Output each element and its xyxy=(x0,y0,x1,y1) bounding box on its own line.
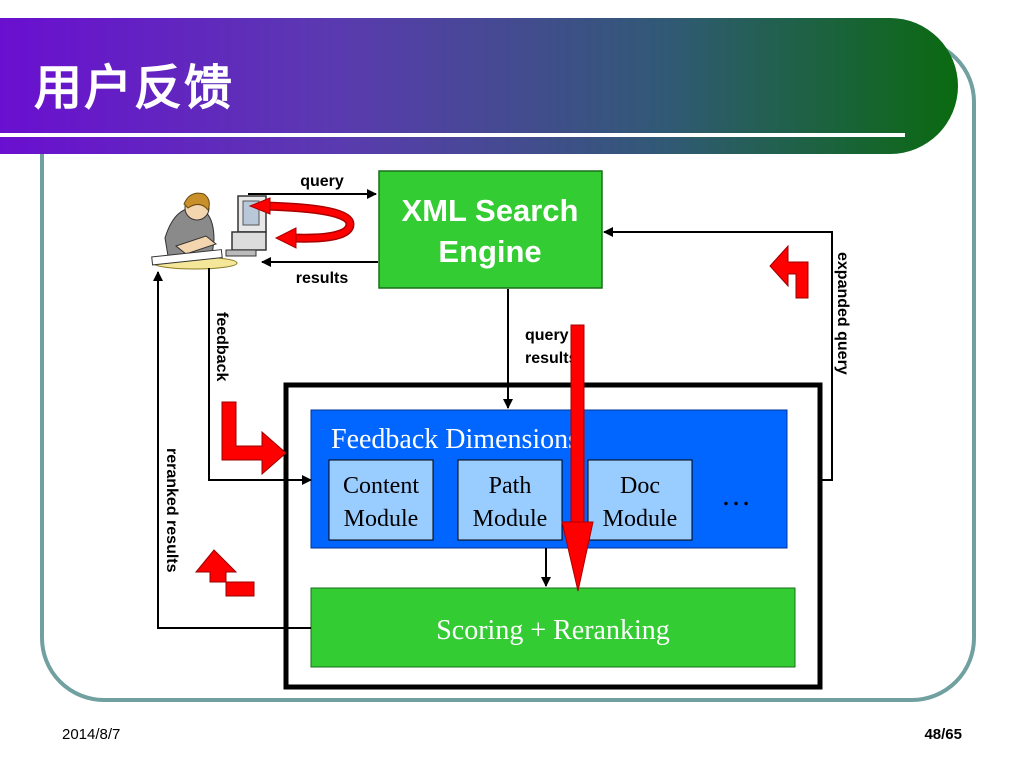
query-flow-red-arrow-icon xyxy=(561,324,594,592)
title-bar xyxy=(0,18,958,154)
scoring-reranking-label: Scoring + Reranking xyxy=(436,615,670,646)
xml-search-engine-box: XML Search Engine xyxy=(378,170,603,289)
reranked-red-arrow-icon xyxy=(194,549,255,597)
feedback-dimensions-title: Feedback Dimensions xyxy=(331,424,579,455)
doc-module-line1: Doc xyxy=(620,473,660,499)
query-results-label-line2: results xyxy=(525,350,578,367)
expanded-query-red-arrow-icon xyxy=(769,244,809,299)
footer-date: 2014/8/7 xyxy=(62,726,121,743)
user-computer-icon xyxy=(151,192,267,270)
reranked-results-path xyxy=(153,271,311,629)
reranked-results-label: reranked results xyxy=(163,448,180,573)
cycle-arrow-icon xyxy=(248,197,355,249)
content-module-box: Content Module xyxy=(328,459,434,541)
content-module-line2: Module xyxy=(344,506,419,532)
scoring-reranking-box: Scoring + Reranking xyxy=(310,587,796,668)
content-module-line1: Content xyxy=(343,473,419,499)
more-modules-ellipsis: … xyxy=(721,479,751,512)
slide-title: 用户反馈 xyxy=(34,60,235,116)
expanded-query-label: expanded query xyxy=(834,252,851,375)
path-module-line2: Module xyxy=(473,506,548,532)
footer-page-number: 48/65 xyxy=(924,726,962,743)
feedback-label: feedback xyxy=(213,312,230,381)
search-engine-line2: Engine xyxy=(438,234,541,269)
results-label: results xyxy=(296,270,349,287)
title-underline xyxy=(0,133,905,137)
doc-module-line2: Module xyxy=(603,506,678,532)
path-module-box: Path Module xyxy=(457,459,563,541)
doc-module-box: Doc Module xyxy=(587,459,693,541)
feedback-red-arrow-icon xyxy=(221,401,287,476)
query-results-label-line1: query + xyxy=(525,327,582,344)
query-label: query xyxy=(300,173,344,190)
path-module-line1: Path xyxy=(489,473,532,499)
search-engine-line1: XML Search xyxy=(402,193,579,228)
feedback-path xyxy=(208,268,312,485)
